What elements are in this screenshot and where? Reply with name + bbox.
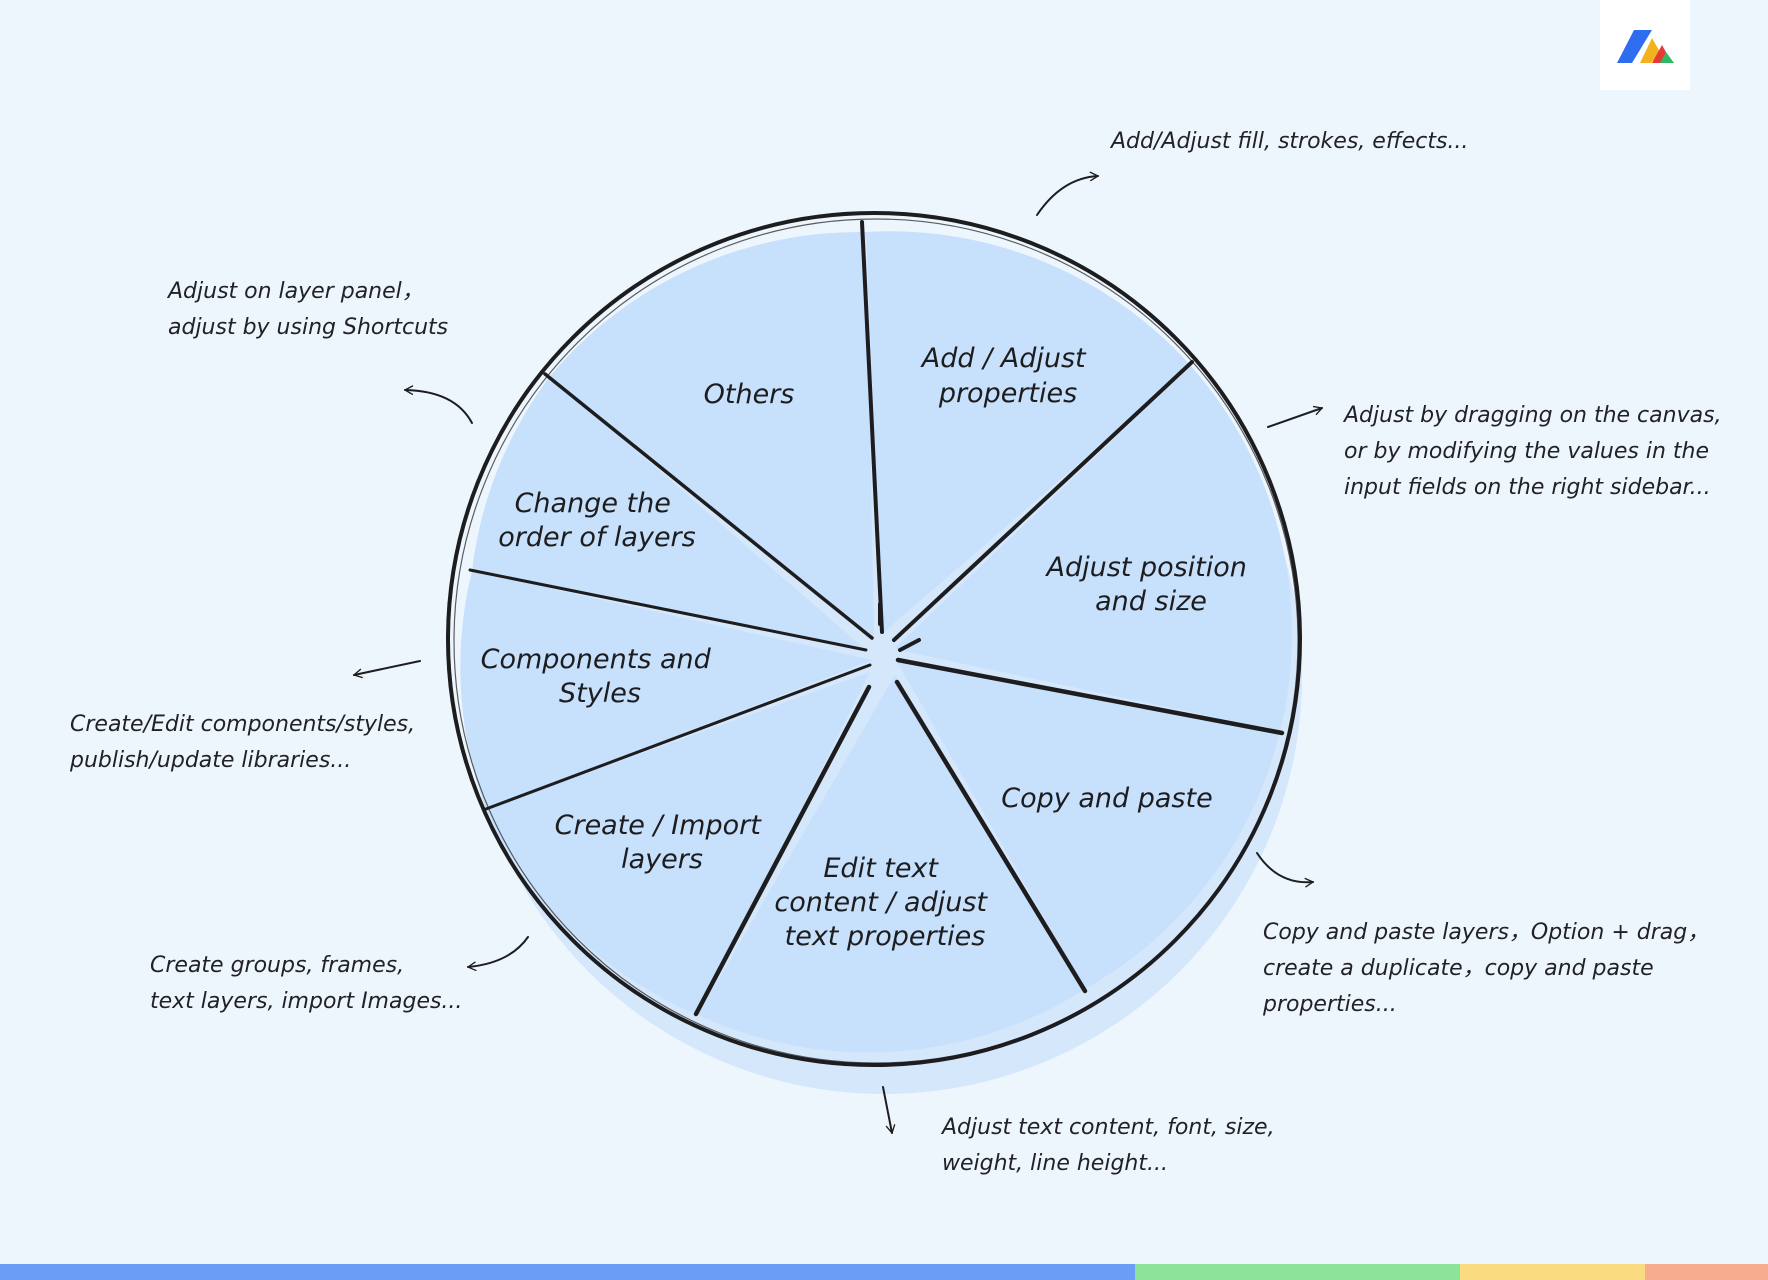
arrow-layer-panel (404, 385, 473, 424)
wedge-edit-text (698, 675, 1085, 1053)
note-groups-frames: Create groups, frames, text layers, impo… (150, 948, 462, 1020)
arrow-text-font (882, 1086, 896, 1134)
bottom-color-bar (0, 1264, 1768, 1280)
note-fill-strokes: Add/Adjust fill, strokes, effects... (1111, 124, 1468, 160)
tripeak-logo-icon (1600, 0, 1690, 90)
divider-text-create (693, 684, 872, 1017)
note-line: Create groups, frames, (150, 953, 405, 978)
wedge-adjust-position-size (894, 366, 1293, 731)
wedge-copy-paste (896, 660, 1280, 989)
center-ticks (878, 602, 921, 652)
note-line: input fields on the right sidebar... (1344, 475, 1711, 500)
arrow-copy-paste-layers (1256, 852, 1314, 888)
note-line: Add/Adjust fill, strokes, effects... (1111, 129, 1469, 154)
note-line: Adjust text content, font, size, (942, 1115, 1275, 1140)
divider-add-position (892, 360, 1194, 642)
note-layer-panel: Adjust on layer panel， adjust by using S… (168, 274, 448, 346)
wheel-inner-outline (453, 218, 1299, 1064)
label-adjust-position-size: Adjust position and size (1045, 552, 1256, 617)
wedge-add-adjust-properties (866, 231, 1191, 633)
bar-segment-green (1135, 1264, 1460, 1280)
divider-copy-text (894, 679, 1088, 994)
logo-peak-green (1660, 52, 1674, 63)
segment-wedges (460, 231, 1293, 1053)
label-edit-text: Edit text content / adjust text properti… (774, 853, 995, 952)
wheel-outline (446, 211, 1302, 1067)
bar-segment-blue (0, 1264, 1135, 1280)
divider-position-copy (895, 657, 1285, 736)
divider-components-order (468, 568, 868, 652)
note-line: weight, line height... (942, 1151, 1168, 1176)
arrow-components-libraries (353, 660, 421, 679)
arrow-fill-strokes (1036, 171, 1099, 216)
bar-segment-yellow (1460, 1264, 1645, 1280)
wedge-components-styles (460, 571, 872, 809)
note-line: adjust by using Shortcuts (168, 315, 449, 340)
divider-create-components (484, 663, 872, 811)
connector-arrows (353, 171, 1323, 1134)
divider-order-others (543, 372, 874, 640)
label-add-adjust-properties: Add / Adjust properties (920, 343, 1094, 409)
note-line: properties... (1263, 992, 1397, 1017)
note-line: Adjust on layer panel， (168, 279, 424, 304)
arrow-groups-frames (467, 936, 529, 972)
note-line: Create/Edit components/styles, (70, 712, 416, 737)
logo-card (1600, 0, 1690, 90)
note-line: Adjust by dragging on the canvas, (1344, 403, 1722, 428)
note-line: text layers, import Images... (150, 989, 463, 1014)
label-copy-paste: Copy and paste (1001, 783, 1212, 814)
wedge-others (550, 231, 874, 639)
segment-labels: Add / Adjust properties Adjust position … (481, 343, 1256, 952)
segment-dividers (468, 220, 1285, 1017)
note-line: publish/update libraries... (70, 748, 352, 773)
center-tick-right (898, 638, 921, 652)
label-create-import-layers: Create / Import layers (555, 810, 770, 875)
divider-add-others (860, 220, 884, 634)
wedge-create-import-layers (486, 672, 870, 1015)
note-line: create a duplicate，copy and paste (1263, 956, 1654, 981)
note-components-libraries: Create/Edit components/styles, publish/u… (70, 707, 415, 779)
bar-segment-orange (1645, 1264, 1768, 1280)
note-line: or by modifying the values in the (1344, 439, 1710, 464)
label-others: Others (704, 379, 795, 410)
arrow-dragging-canvas (1267, 405, 1323, 428)
logo-peak-blue (1617, 30, 1652, 63)
note-line: Copy and paste layers，Option + drag， (1263, 920, 1710, 945)
wedge-change-order-layers (472, 376, 866, 650)
logo-peak-yellow (1640, 38, 1660, 63)
note-text-font: Adjust text content, font, size, weight,… (942, 1110, 1275, 1182)
note-copy-paste-layers: Copy and paste layers，Option + drag， cre… (1263, 915, 1709, 1023)
label-components-styles: Components and Styles (481, 644, 720, 709)
label-change-order-layers: Change the order of layers (498, 488, 695, 553)
note-dragging-canvas: Adjust by dragging on the canvas, or by … (1344, 398, 1722, 506)
